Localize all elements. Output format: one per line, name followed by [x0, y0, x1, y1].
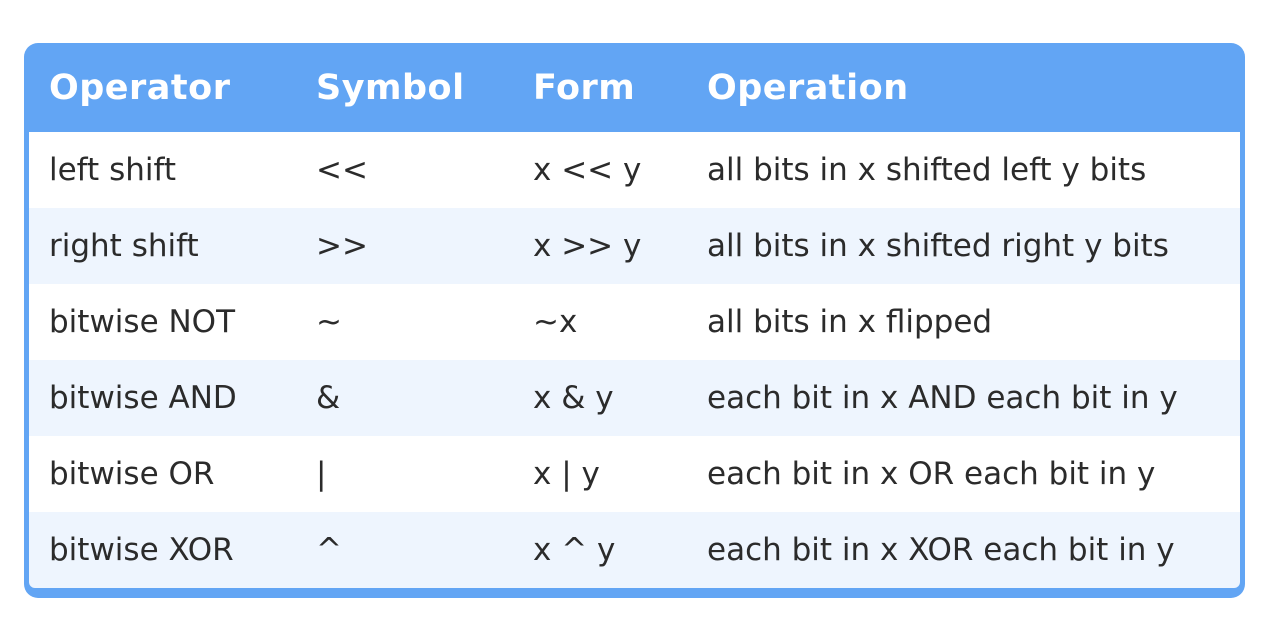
header-form: Form — [533, 67, 636, 108]
bitwise-operators-table: Operator Symbol Form Operation left shif… — [29, 43, 1240, 588]
header-row: Operator Symbol Form Operation — [29, 43, 1240, 132]
cell-form: x >> y — [533, 228, 642, 264]
cell-form: ~x — [533, 304, 578, 340]
cell-operation: each bit in x OR each bit in y — [707, 456, 1156, 492]
table-body: left shift << x << y all bits in x shift… — [29, 132, 1240, 588]
header-operator: Operator — [49, 67, 231, 108]
cell-operation: all bits in x flipped — [707, 304, 993, 340]
table-row: right shift >> x >> y all bits in x shif… — [29, 208, 1240, 284]
header-operation: Operation — [707, 67, 909, 108]
header-symbol: Symbol — [316, 67, 465, 108]
table-row: bitwise OR | x | y each bit in x OR each… — [29, 436, 1240, 512]
cell-symbol: & — [316, 380, 341, 416]
cell-symbol: ^ — [316, 532, 342, 568]
cell-form: x | y — [533, 456, 600, 492]
cell-operator: bitwise AND — [49, 380, 237, 416]
cell-symbol: >> — [316, 228, 368, 264]
cell-operator: right shift — [49, 228, 199, 264]
cell-operation: all bits in x shifted left y bits — [707, 152, 1147, 188]
cell-operation: each bit in x AND each bit in y — [707, 380, 1178, 416]
bitwise-operators-table-card: Operator Symbol Form Operation left shif… — [24, 43, 1245, 598]
cell-operation: each bit in x XOR each bit in y — [707, 532, 1175, 568]
table-row: bitwise XOR ^ x ^ y each bit in x XOR ea… — [29, 512, 1240, 588]
table-row: bitwise NOT ~ ~x all bits in x flipped — [29, 284, 1240, 360]
cell-operator: left shift — [49, 152, 176, 188]
cell-symbol: | — [316, 456, 327, 492]
cell-form: x & y — [533, 380, 614, 416]
table-row: bitwise AND & x & y each bit in x AND ea… — [29, 360, 1240, 436]
cell-form: x ^ y — [533, 532, 616, 568]
cell-form: x << y — [533, 152, 642, 188]
cell-operator: bitwise NOT — [49, 304, 236, 340]
cell-symbol: << — [316, 152, 368, 188]
cell-operator: bitwise OR — [49, 456, 215, 492]
table-row: left shift << x << y all bits in x shift… — [29, 132, 1240, 208]
cell-operation: all bits in x shifted right y bits — [707, 228, 1169, 264]
table-header: Operator Symbol Form Operation — [29, 43, 1240, 132]
cell-operator: bitwise XOR — [49, 532, 234, 568]
cell-symbol: ~ — [316, 304, 342, 340]
